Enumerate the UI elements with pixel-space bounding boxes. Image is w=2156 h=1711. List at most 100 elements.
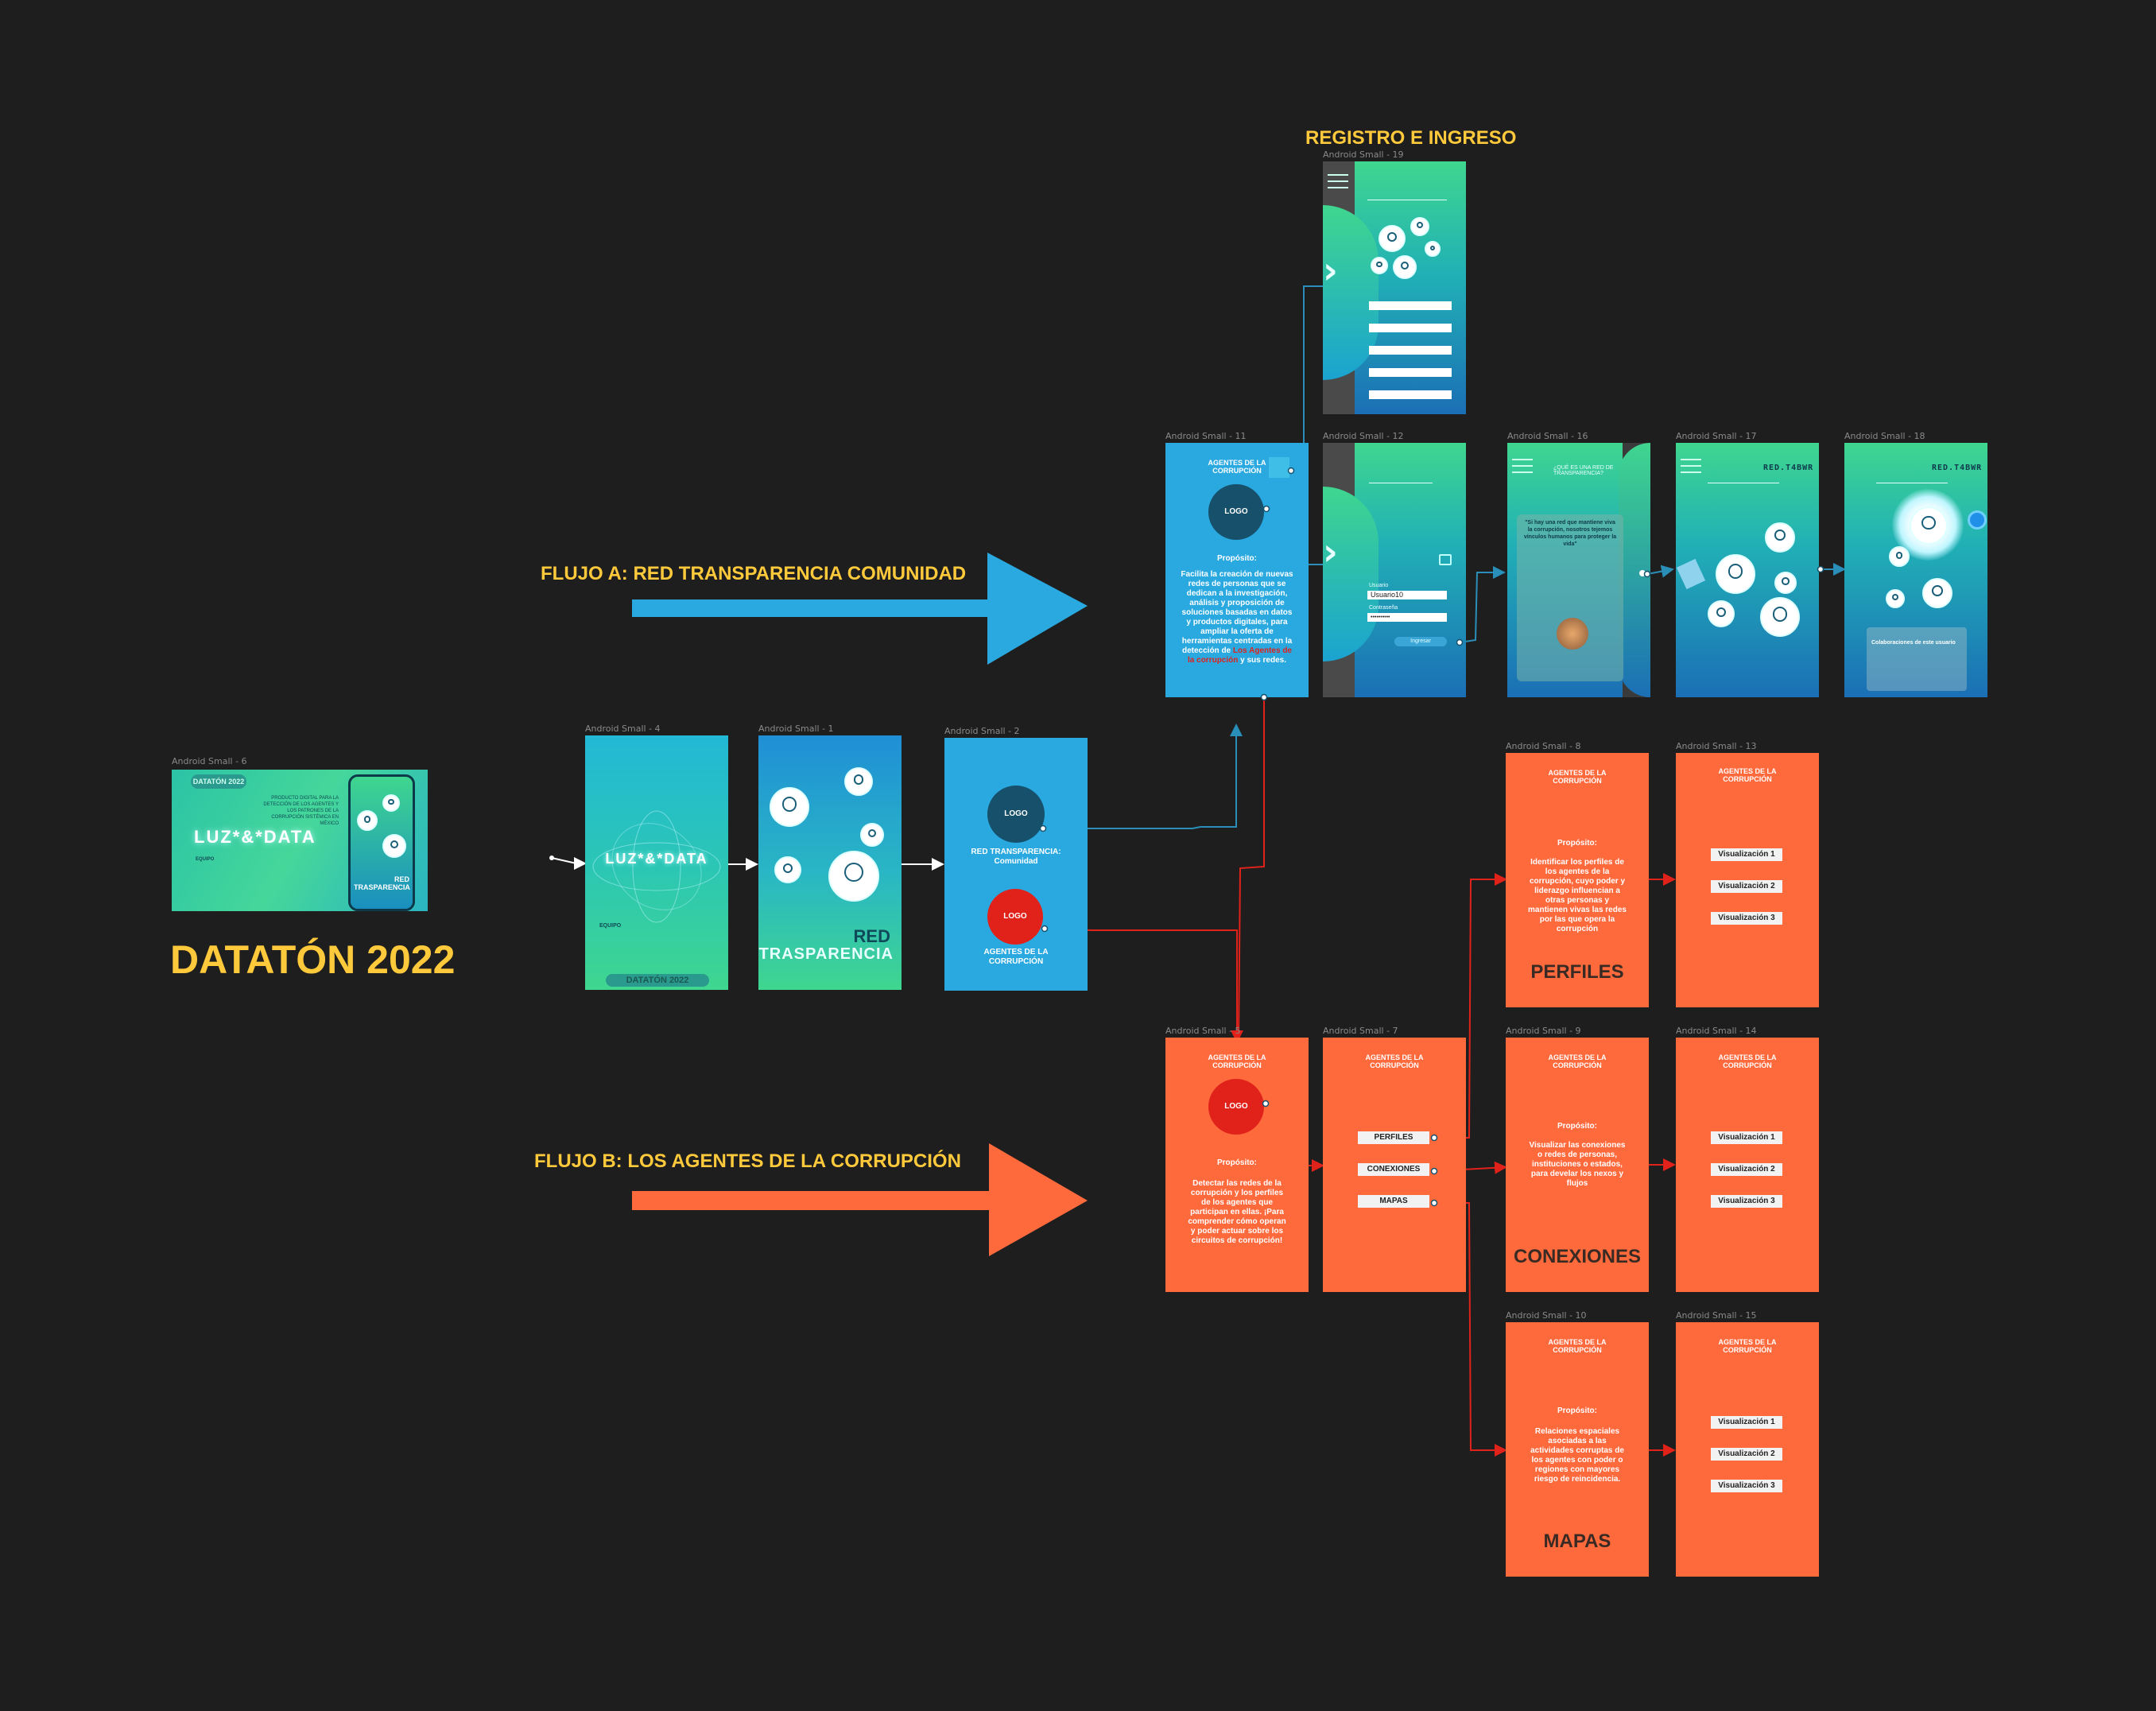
frame-label: Android Small - 13 bbox=[1676, 741, 1757, 751]
cover-equipo: EQUIPO bbox=[196, 857, 215, 862]
frame-label: Android Small - 17 bbox=[1676, 431, 1757, 441]
collab-card: Colaboraciones de este usuario bbox=[1867, 627, 1967, 691]
menu-icon[interactable] bbox=[1512, 459, 1533, 473]
viz-frame-conexiones[interactable]: AGENTES DE LA CORRUPCIÓN Visualización 1… bbox=[1676, 1038, 1819, 1292]
ingresar-button[interactable]: Ingresar bbox=[1394, 637, 1447, 646]
f9-word: CONEXIONES bbox=[1513, 1246, 1642, 1267]
flow-b-purpose-frame[interactable]: AGENTES DE LA CORRUPCIÓN LOGO Propósito:… bbox=[1165, 1038, 1309, 1292]
menu-icon[interactable] bbox=[1328, 174, 1348, 188]
frame-label: Android Small - 16 bbox=[1507, 431, 1588, 441]
datathon-title: DATATÓN 2022 bbox=[170, 937, 456, 982]
phone-mockup: RED TRASPARENCIA bbox=[348, 774, 415, 911]
f11-body: Facilita la creación de nuevas redes de … bbox=[1181, 570, 1293, 655]
cover-frame[interactable]: DATATÓN 2022 PRODUCTO DIGITAL PARA LA DE… bbox=[172, 770, 428, 911]
viz-2-button[interactable]: Visualización 2 bbox=[1711, 880, 1782, 893]
mapas-button[interactable]: MAPAS bbox=[1358, 1195, 1429, 1208]
connector-2-11 bbox=[1043, 724, 1243, 829]
viz-1-button[interactable]: Visualización 1 bbox=[1711, 1131, 1782, 1144]
f8-word: PERFILES bbox=[1530, 961, 1624, 983]
chevron-right-icon[interactable]: › bbox=[1323, 249, 1338, 292]
f10-word: MAPAS bbox=[1543, 1531, 1611, 1552]
logo-circle[interactable]: LOGO bbox=[1208, 484, 1264, 540]
connector-11-5 bbox=[1238, 697, 1265, 1042]
f11-tail: y sus redes. bbox=[1240, 656, 1286, 665]
frame-label: Android Small - 6 bbox=[172, 756, 247, 766]
profesion-field[interactable] bbox=[1369, 390, 1452, 399]
logo-circle-red[interactable]: LOGO bbox=[987, 889, 1043, 945]
f10-proposito: Propósito: bbox=[1557, 1406, 1597, 1415]
f8-body: Identificar los perfiles de los agentes … bbox=[1528, 858, 1627, 933]
cover-tagline: PRODUCTO DIGITAL PARA LA DETECCIÓN DE LO… bbox=[263, 796, 339, 826]
f9-proposito: Propósito: bbox=[1557, 1122, 1597, 1131]
login-frame[interactable]: › Usuario Usuario10 Contraseña •••••••••… bbox=[1323, 443, 1466, 697]
viz-3-button[interactable]: Visualización 3 bbox=[1711, 1195, 1782, 1208]
flujo-a-title: FLUJO A: RED TRANSPARENCIA COMUNIDAD bbox=[541, 563, 967, 584]
flow-a-purpose-frame[interactable]: AGENTES DE LA CORRUPCIÓN LOGO Propósito:… bbox=[1165, 443, 1309, 697]
viz-frame-mapas[interactable]: AGENTES DE LA CORRUPCIÓN Visualización 1… bbox=[1676, 1322, 1819, 1577]
logo-circle[interactable]: LOGO bbox=[1208, 1079, 1264, 1135]
splash-frame[interactable]: LUZ*&*DATA EQUIPO DATATÓN 2022 bbox=[585, 735, 728, 990]
f13-header: AGENTES DE LA CORRUPCIÓN bbox=[1718, 767, 1777, 783]
viz-3-button[interactable]: Visualización 3 bbox=[1711, 1480, 1782, 1492]
intro-title-trasparencia: TRASPARENCIA bbox=[758, 945, 894, 963]
viz-1-button[interactable]: Visualización 1 bbox=[1711, 848, 1782, 861]
f7-header: AGENTES DE LA CORRUPCIÓN bbox=[1365, 1053, 1424, 1069]
connector-16-17 bbox=[1646, 565, 1674, 578]
frame-label: Android Small - 14 bbox=[1676, 1026, 1757, 1036]
conexiones-frame[interactable]: AGENTES DE LA CORRUPCIÓN Propósito: Visu… bbox=[1506, 1038, 1649, 1292]
f8-proposito: Propósito: bbox=[1557, 839, 1597, 848]
choose-frame[interactable]: LOGO RED TRANSPARENCIA: Comunidad LOGO A… bbox=[944, 738, 1088, 991]
f5-header: AGENTES DE LA CORRUPCIÓN bbox=[1208, 1053, 1266, 1069]
que-es-card: "Si hay una red que mantiene viva la cor… bbox=[1517, 514, 1623, 681]
frame-label: Android Small - 1 bbox=[758, 724, 834, 734]
frame-label: Android Small - 11 bbox=[1165, 431, 1247, 441]
profile-brand: RED.T4BWR bbox=[1932, 464, 1983, 472]
viz-2-button[interactable]: Visualización 2 bbox=[1711, 1163, 1782, 1176]
frame-label: Android Small - 7 bbox=[1323, 1026, 1398, 1036]
mapas-frame[interactable]: AGENTES DE LA CORRUPCIÓN Propósito: Rela… bbox=[1506, 1322, 1649, 1577]
menu-icon[interactable] bbox=[1681, 459, 1701, 473]
f5-body: Detectar las redes de la corrupción y lo… bbox=[1188, 1179, 1286, 1245]
perfiles-button[interactable]: PERFILES bbox=[1358, 1131, 1429, 1144]
f9-header: AGENTES DE LA CORRUPCIÓN bbox=[1548, 1053, 1607, 1069]
cover-brand: LUZ*&*DATA bbox=[194, 827, 316, 847]
nombre-field[interactable] bbox=[1369, 301, 1452, 310]
hands-illustration bbox=[1557, 618, 1588, 650]
contrasena-input[interactable]: •••••••••• bbox=[1367, 613, 1447, 622]
conexiones-button[interactable]: CONEXIONES bbox=[1358, 1163, 1429, 1176]
contrasena-field[interactable] bbox=[1369, 324, 1452, 332]
agents-menu-frame[interactable]: AGENTES DE LA CORRUPCIÓN PERFILES CONEXI… bbox=[1323, 1038, 1466, 1292]
email-field[interactable] bbox=[1369, 346, 1452, 355]
flow-a-arrow bbox=[632, 553, 1088, 665]
registro-title: REGISTRO E INGRESO bbox=[1305, 127, 1517, 149]
f10-body: Relaciones espaciales asociadas a las ac… bbox=[1530, 1427, 1624, 1484]
frame-label: Android Small - 4 bbox=[585, 724, 661, 734]
viz-frame-perfiles[interactable]: AGENTES DE LA CORRUPCIÓN Visualización 1… bbox=[1676, 753, 1819, 1007]
lock-icon bbox=[1439, 554, 1452, 565]
usuario-label: Usuario bbox=[1369, 583, 1389, 588]
logo-circle-blue[interactable]: LOGO bbox=[987, 786, 1045, 843]
registro-frame[interactable]: › bbox=[1323, 161, 1466, 414]
connector-12-16 bbox=[1459, 566, 1506, 643]
choose-red-label[interactable]: AGENTES DE LA CORRUPCIÓN bbox=[983, 948, 1049, 966]
identidad-field[interactable] bbox=[1369, 368, 1452, 377]
frame-label: Android Small - 19 bbox=[1323, 149, 1404, 160]
f11-highlight[interactable]: Los Agentes de la corrupción bbox=[1188, 646, 1292, 665]
choose-blue-label[interactable]: RED TRANSPARENCIA: Comunidad bbox=[971, 848, 1061, 866]
f11-header: AGENTES DE LA CORRUPCIÓN bbox=[1208, 459, 1266, 475]
collab-title: Colaboraciones de este usuario bbox=[1871, 640, 1956, 646]
contrasena-label: Contraseña bbox=[1369, 605, 1398, 611]
chevron-right-icon[interactable]: › bbox=[1323, 530, 1338, 573]
frame-label: Android Small - 2 bbox=[944, 726, 1020, 736]
viz-1-button[interactable]: Visualización 1 bbox=[1711, 1416, 1782, 1429]
viz-3-button[interactable]: Visualización 3 bbox=[1711, 912, 1782, 925]
notification-dot[interactable] bbox=[1968, 510, 1987, 530]
intro-frame[interactable]: RED TRASPARENCIA bbox=[758, 735, 902, 990]
profile-frame[interactable]: RED.T4BWR Colaboraciones de este usuario bbox=[1844, 443, 1987, 697]
viz-2-button[interactable]: Visualización 2 bbox=[1711, 1448, 1782, 1461]
perfiles-frame[interactable]: AGENTES DE LA CORRUPCIÓN Propósito: Iden… bbox=[1506, 753, 1649, 1007]
network-frame[interactable]: RED.T4BWR bbox=[1676, 443, 1819, 697]
cover-badge: DATATÓN 2022 bbox=[191, 774, 246, 789]
que-es-frame[interactable]: ¿QUÉ ES UNA RED DE TRANSPARENCIA? "Si ha… bbox=[1507, 443, 1650, 697]
usuario-input[interactable]: Usuario10 bbox=[1367, 591, 1447, 599]
